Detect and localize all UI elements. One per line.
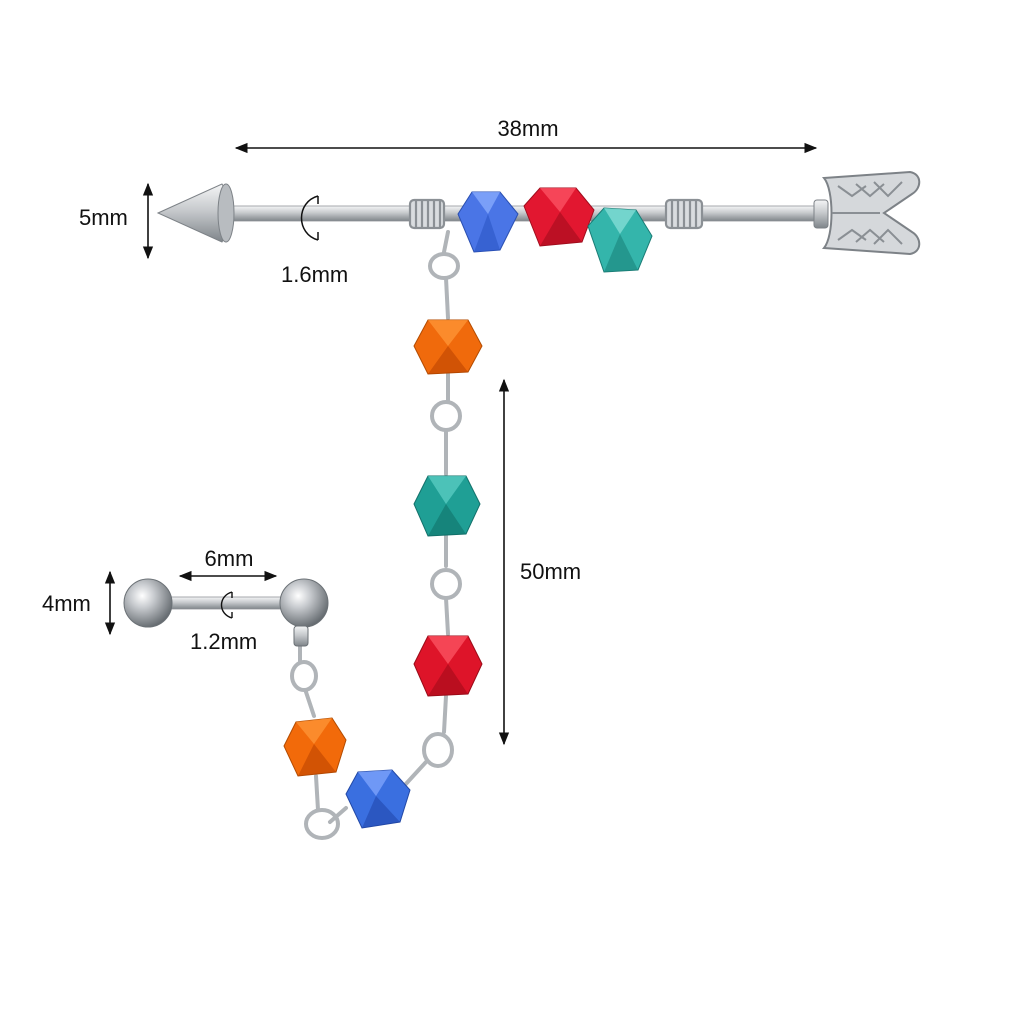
bead-red-arrow: [523, 187, 595, 247]
label-6mm: 6mm: [205, 546, 254, 571]
coil-right: [664, 198, 704, 230]
chain-beads: [283, 319, 483, 829]
dimension-ball-size: 4mm: [42, 570, 116, 636]
chain-loop: [430, 568, 462, 600]
small-barbell-ball-right: [279, 578, 329, 628]
chain-loop: [430, 400, 462, 432]
arrow-tip-base: [217, 183, 235, 243]
chain-loop: [304, 808, 340, 840]
dimension-barbell-length: 6mm: [178, 546, 278, 582]
label-5mm: 5mm: [79, 205, 128, 230]
small-barbell-connector: [293, 625, 309, 647]
dimension-barbell-gauge: 1.2mm: [190, 591, 257, 654]
chain-loop: [428, 252, 460, 280]
bead-chain: [290, 230, 462, 840]
coil-left: [408, 198, 446, 230]
arrow-fletching: [813, 170, 921, 256]
label-50mm: 50mm: [520, 559, 581, 584]
label-4mm: 4mm: [42, 591, 91, 616]
dimension-arrow-gauge: 1.6mm: [281, 195, 348, 287]
bead-blue-arrow: [457, 191, 519, 253]
bead-teal-arrow: [587, 207, 653, 273]
small-barbell-shaft: [159, 596, 295, 610]
dimension-chain-length: 50mm: [498, 378, 581, 746]
small-barbell-ball-left: [123, 578, 173, 628]
small-barbell: [123, 578, 329, 647]
dimension-arrow-head-height: 5mm: [79, 182, 154, 260]
bead-blue-chain: [345, 769, 411, 829]
label-1-6mm: 1.6mm: [281, 262, 348, 287]
gauge-symbol-1-6: [300, 195, 319, 241]
dimension-arrow-length: 38mm: [234, 116, 818, 154]
arrow-beads: [457, 187, 653, 273]
arrow-barbell: [156, 170, 921, 256]
label-1-2mm: 1.2mm: [190, 629, 257, 654]
bead-orange-chain-1: [413, 319, 483, 375]
chain-loop: [422, 732, 454, 768]
bead-red-chain: [413, 635, 483, 697]
chain-loop: [290, 660, 318, 692]
gauge-symbol-1-2: [220, 591, 233, 619]
bead-orange-chain-2: [283, 717, 347, 777]
label-38mm: 38mm: [497, 116, 558, 141]
bead-teal-chain: [413, 475, 481, 537]
